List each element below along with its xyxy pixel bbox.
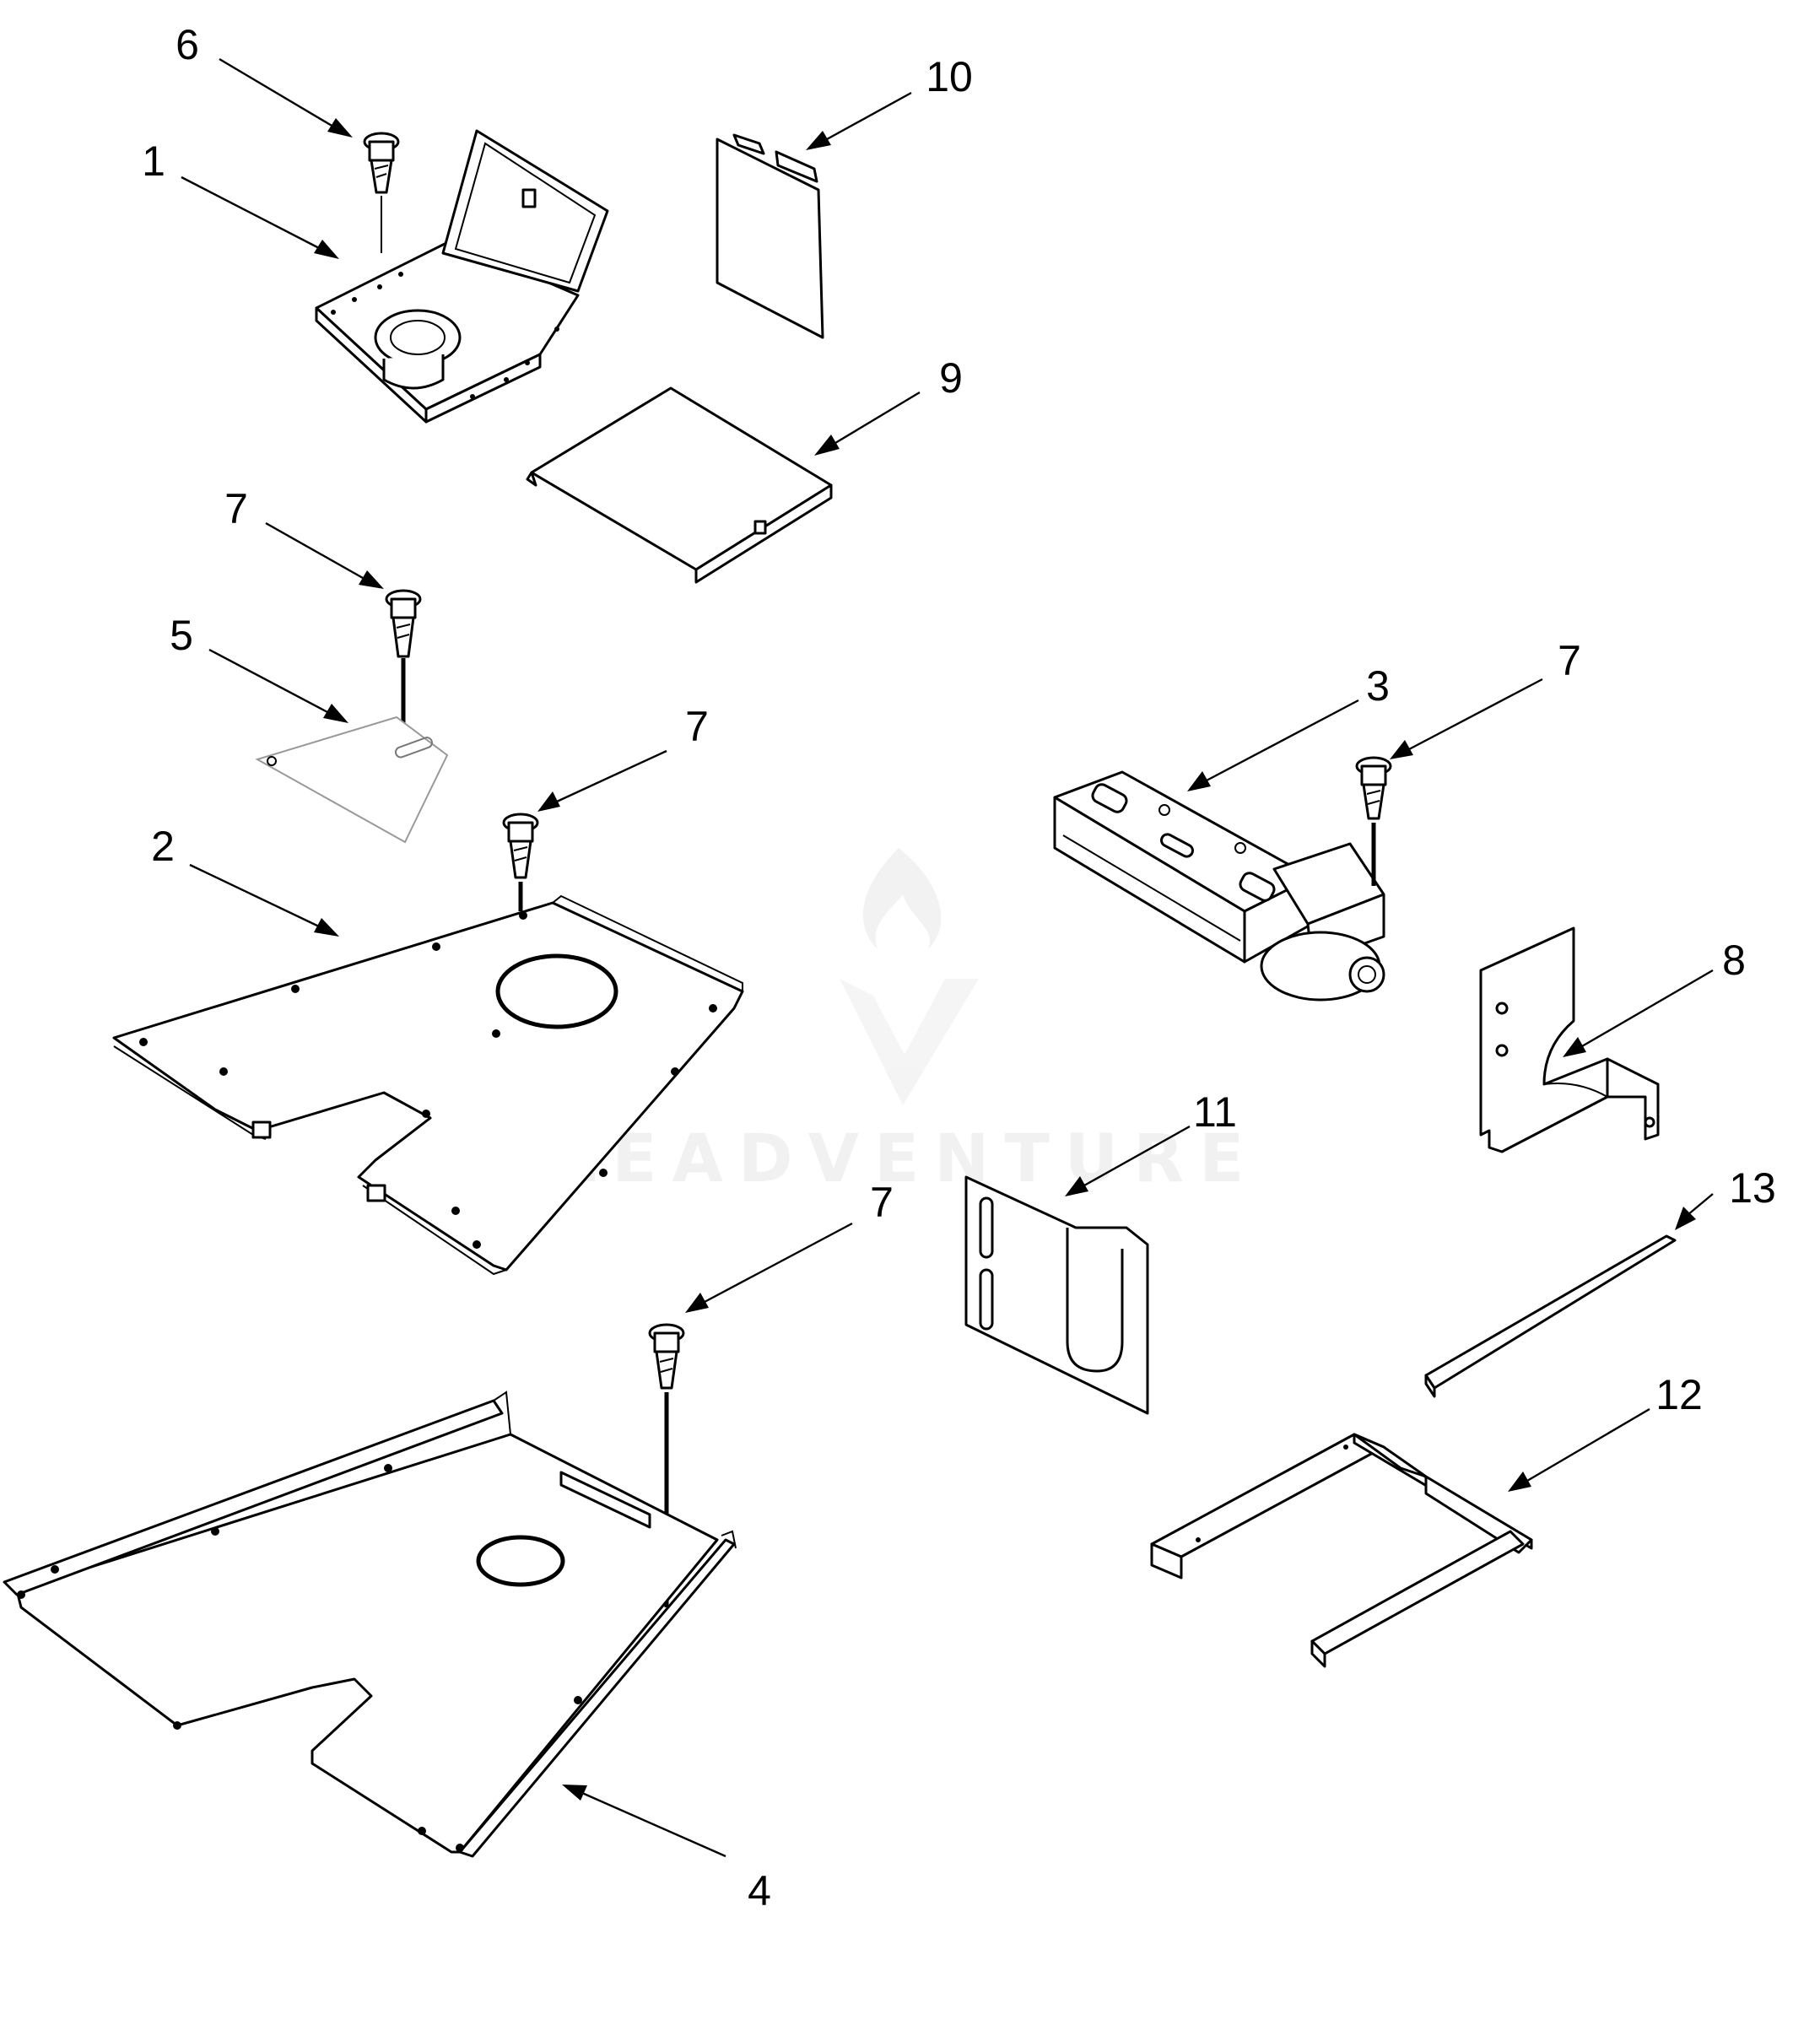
part-9-cover (526, 386, 833, 584)
callout-4: 4 (748, 1867, 771, 1914)
callout-10: 10 (926, 53, 973, 100)
part-5-plate (255, 716, 449, 844)
part-1-housing (315, 129, 609, 424)
part-4-base-plate (3, 1390, 737, 1858)
callout-6: 6 (176, 21, 199, 68)
leader-lines (181, 57, 1714, 1858)
part-6-screw (363, 132, 400, 253)
part-10-panel (716, 133, 824, 339)
part-11-bracket (964, 1175, 1149, 1415)
part-7-screw-d (1355, 756, 1392, 886)
callout-13: 13 (1729, 1164, 1776, 1212)
callout-7-c: 7 (870, 1179, 894, 1226)
part-3-valve-assembly (1053, 770, 1385, 1002)
callout-9: 9 (939, 354, 963, 402)
part-8-bracket (1479, 926, 1660, 1153)
flame-logo-icon (862, 848, 942, 949)
callout-7-b: 7 (685, 703, 709, 750)
callout-7-d: 7 (1558, 637, 1581, 684)
callout-5: 5 (170, 612, 193, 659)
callout-3: 3 (1366, 662, 1390, 710)
callout-8: 8 (1722, 937, 1746, 984)
callout-11: 11 (1193, 1088, 1237, 1136)
v-logo-icon (840, 979, 979, 1105)
part-2-base-plate (112, 894, 744, 1276)
part-12-frame (1150, 1433, 1533, 1668)
callout-1: 1 (142, 138, 165, 185)
callout-12: 12 (1655, 1371, 1703, 1418)
part-7-screw-b (502, 813, 539, 911)
part-13-strip (1424, 1234, 1677, 1398)
callout-7-a: 7 (224, 485, 248, 532)
callout-2: 2 (151, 823, 175, 870)
watermark-text: LEADVENTURE (555, 1121, 1260, 1197)
callout-numbers: 6 1 10 9 7 5 7 2 7 4 3 7 8 11 13 12 (142, 21, 1776, 1914)
